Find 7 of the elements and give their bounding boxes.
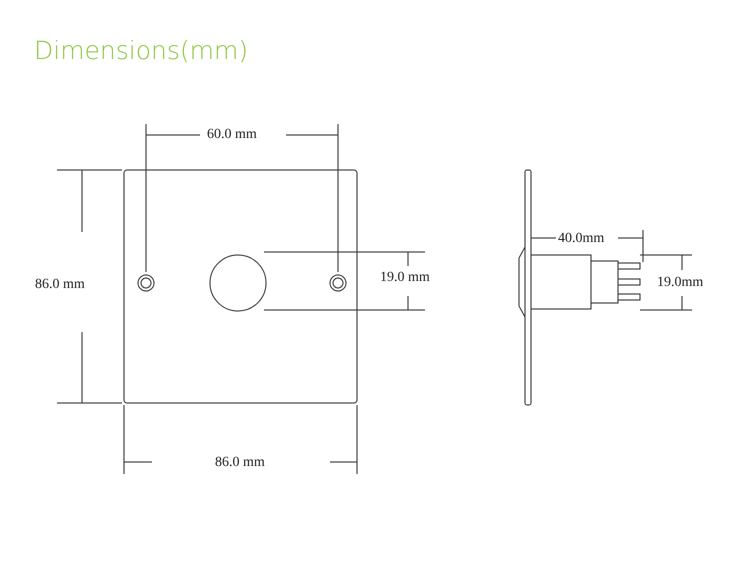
dimension-label: 19.0mm: [657, 275, 704, 291]
dimension-label: 86.0 mm: [215, 455, 265, 471]
title: Dimensions(mm): [34, 36, 248, 65]
dimension-label: 86.0 mm: [35, 277, 85, 293]
dimension-label: 19.0 mm: [380, 270, 430, 286]
dimension-label: 40.0mm: [558, 231, 604, 247]
dimension-label: 60.0 mm: [207, 127, 257, 143]
